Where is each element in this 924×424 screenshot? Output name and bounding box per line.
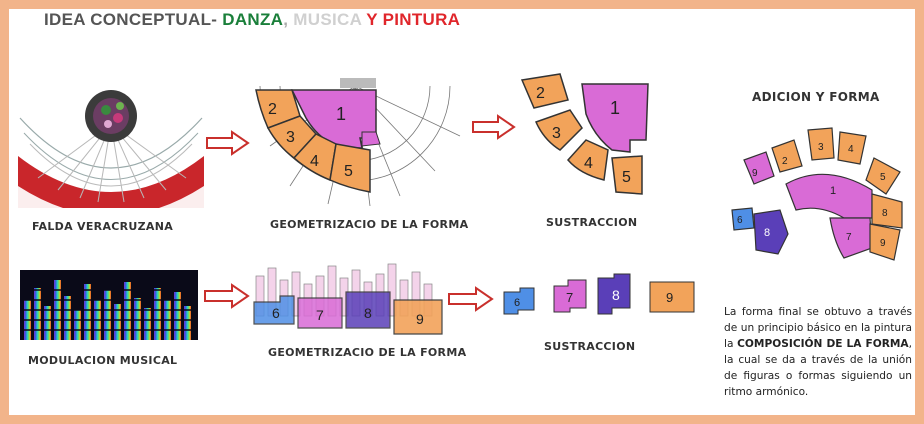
bars-label-7: 7: [316, 307, 324, 323]
sus2-label-6: 6: [514, 297, 520, 309]
fan-label-3: 3: [286, 129, 295, 146]
add-label-5: 5: [880, 172, 886, 183]
description-paragraph: La forma final se obtuvo a través de un …: [724, 304, 912, 400]
paragraph-text-1: La forma final se obtuvo a través de un …: [724, 306, 912, 350]
add-label-8: 8: [882, 208, 888, 219]
title-sep: ,: [283, 10, 294, 29]
sustraccion-fan-pieces: 1 2 3 4 5: [520, 73, 649, 195]
caption-geo2: GEOMETRIZACIO DE LA FORMA: [268, 346, 467, 359]
adicion-composition: 9 2 3 4 5 1 8 7 9 6 8: [731, 127, 903, 261]
sus-label-4: 4: [584, 155, 593, 172]
geometrizacion-fan-diagram: 1 2 3 4 5: [255, 78, 461, 207]
paragraph-text-2: , la cual se da a través de la unión de …: [724, 338, 912, 398]
add-label-7: 7: [846, 232, 852, 243]
modulacion-musical-image: [20, 270, 198, 340]
page-title: IDEA CONCEPTUAL- DANZA, MUSICA Y PINTURA: [44, 10, 460, 30]
sus-label-5: 5: [622, 169, 631, 186]
add-label-4: 4: [848, 144, 854, 155]
caption-falda: FALDA VERACRUZANA: [32, 220, 174, 233]
arrow-right-icon: [472, 114, 516, 140]
sustraccion-bar-pieces: 6 7 8 9: [503, 273, 695, 315]
fan-label-2: 2: [268, 101, 277, 118]
caption-sus1: SUSTRACCION: [546, 216, 638, 229]
title-danza: DANZA: [222, 10, 284, 29]
caption-modulacion: MODULACION MUSICAL: [28, 354, 178, 367]
title-y-pintura: Y PINTURA: [361, 10, 461, 29]
falda-veracruzana-image: [18, 78, 204, 208]
paragraph-bold: COMPOSICIÓN DE LA FORMA: [737, 338, 909, 350]
add-label-6: 6: [737, 215, 743, 226]
add-label-2: 2: [782, 156, 788, 167]
fan-label-5: 5: [344, 163, 353, 180]
caption-adicion: ADICION Y FORMA: [752, 90, 880, 104]
bars-label-6: 6: [272, 305, 280, 321]
fan-label-1: 1: [336, 104, 346, 124]
add-label-8b: 8: [764, 227, 770, 239]
bars-label-9: 9: [416, 311, 424, 327]
add-label-9b: 9: [880, 238, 886, 249]
sus2-label-7: 7: [566, 290, 573, 305]
caption-geo1: GEOMETRIZACIO DE LA FORMA: [270, 218, 469, 231]
arrow-right-icon: [204, 283, 250, 309]
geometrizacion-bars-diagram: 6 7 8 9: [253, 263, 443, 335]
add-label-3: 3: [818, 142, 824, 153]
title-musica: MUSICA: [293, 10, 362, 29]
add-label-9: 9: [752, 168, 758, 179]
arrow-right-icon: [206, 130, 250, 156]
sus-label-1: 1: [610, 98, 620, 118]
title-prefix: IDEA CONCEPTUAL-: [44, 10, 223, 29]
sus2-label-9: 9: [666, 290, 673, 305]
arrow-right-icon: [448, 286, 494, 312]
sus2-label-8: 8: [612, 287, 620, 303]
sus-label-3: 3: [552, 125, 561, 142]
add-label-1: 1: [830, 185, 836, 197]
bars-label-8: 8: [364, 305, 372, 321]
sus-label-2: 2: [536, 85, 545, 102]
caption-sus2: SUSTRACCION: [544, 340, 636, 353]
fan-label-4: 4: [310, 153, 319, 170]
